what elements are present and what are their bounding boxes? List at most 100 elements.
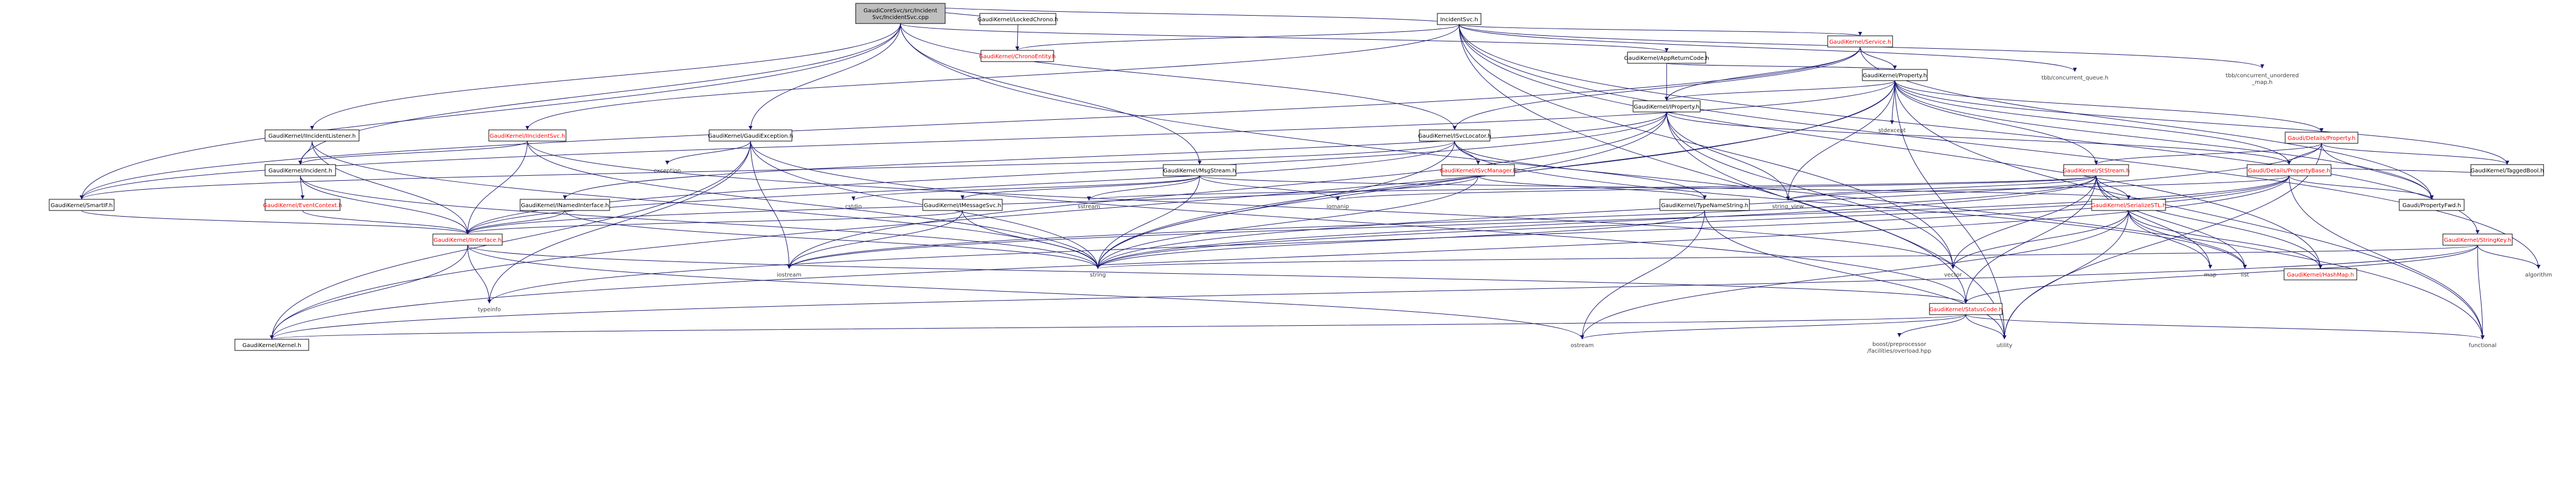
node-appreturn[interactable]: GaudiKernel/AppReturnCode.h	[1624, 52, 1709, 64]
edge-detailsproperty-to-propertyfwd	[2321, 143, 2434, 200]
node-detailspropertybase[interactable]: Gaudi/Details/PropertyBase.h	[2247, 164, 2332, 176]
edge-incident-to-iinterface	[300, 175, 470, 235]
edge-iinterface-to-ostream	[467, 245, 1584, 340]
node-iproperty[interactable]: GaudiKernel/IProperty.h	[1633, 100, 1701, 113]
edge-ststream-to-stringview	[1786, 175, 2097, 201]
edge-detailspropertybase-to-stringview	[1786, 175, 2290, 201]
edge-ststream-to-sstream	[1087, 175, 2097, 201]
node-string: string	[1090, 272, 1106, 278]
node-msgstream[interactable]: GaudiKernel/MsgStream.h	[1163, 164, 1237, 176]
edge-lockedchrono-to-chronoentity	[1015, 24, 1020, 51]
node-label: typeinfo	[478, 307, 501, 313]
edge-ststream-to-iostream	[787, 175, 2097, 269]
node-boostpp: boost/preprocessor/facilities/overload.h…	[1867, 341, 1931, 354]
edge-iinterface-to-typeinfo	[467, 245, 492, 304]
node-label: functional	[2469, 343, 2497, 349]
edge-statuscode-to-ostream	[1580, 314, 1966, 340]
edge-msgstream-to-serializestl	[1199, 175, 2130, 200]
node-serializestl[interactable]: GaudiKernel/SerializeSTL.h	[2091, 199, 2166, 211]
node-servicehdr[interactable]: GaudiKernel/Service.h	[1827, 35, 1893, 48]
edge-msgstream-to-sstream	[1087, 175, 1200, 201]
node-label: iostream	[777, 272, 801, 278]
node-box	[2442, 233, 2513, 246]
node-box	[2284, 268, 2357, 280]
node-tbbmap: tbb/concurrent_unordered_map.h	[2226, 73, 2299, 86]
edge-serializestl-to-map	[2128, 210, 2212, 269]
node-chronoentity[interactable]: GaudiKernel/ChronoEntity.h	[979, 50, 1056, 62]
node-imessagesvc[interactable]: GaudiKernel/IMessageSvc.h	[922, 199, 1003, 211]
node-incident[interactable]: GaudiKernel/Incident.h	[265, 164, 336, 176]
edge-inamedinterface-to-string	[564, 210, 1100, 269]
edge-root-to-gaudiexception	[748, 23, 901, 130]
edge-incsvch-to-iincidentsvc	[525, 24, 1460, 130]
node-label: /facilities/overload.hpp	[1867, 348, 1931, 354]
node-vector: vector	[1944, 272, 1962, 278]
edge-stringkey-to-kernel	[270, 245, 2478, 340]
node-label: GaudiKernel/EventContext.h	[263, 203, 342, 209]
edge-detailspropertybase-to-iostream	[787, 175, 2290, 269]
edge-servicehdr-to-isvclocator	[1452, 46, 1861, 130]
node-box	[265, 164, 336, 176]
node-kernel[interactable]: GaudiKernel/Kernel.h	[234, 339, 309, 351]
node-propertyfwd[interactable]: Gaudi/PropertyFwd.h	[2399, 199, 2465, 211]
node-gaudiexception[interactable]: GaudiKernel/GaudiException.h	[708, 129, 793, 142]
edge-root-to-isvclocator	[900, 23, 1457, 130]
edge-incsvch-to-servicehdr	[1459, 24, 1862, 36]
node-lockedchrono[interactable]: GaudiKernel/LockedChrono.h	[978, 13, 1058, 25]
edge-servicehdr-to-propertyfwd	[1860, 46, 2434, 200]
edge-iincidentsvc-to-incident	[298, 141, 528, 165]
node-inamedinterface[interactable]: GaudiKernel/INamedInterface.h	[520, 199, 610, 211]
edge-msgstream-to-string	[1096, 175, 1200, 269]
node-taggedbool[interactable]: GaudiKernel/TaggedBool.h	[2470, 164, 2544, 176]
edge-gaudiexception-to-exception	[665, 141, 751, 165]
node-iincidentsvc[interactable]: GaudiKernel/IIncidentSvc.h	[488, 129, 567, 142]
edge-gaudiexception-to-kernel	[270, 141, 751, 340]
edge-property-to-smartif	[79, 80, 1895, 200]
edge-statuscode-to-utility	[1965, 314, 2007, 340]
node-box	[432, 233, 503, 246]
edge-isvclocator-to-smartif	[79, 141, 1455, 200]
edge-serializestl-to-hashmap	[2128, 210, 2323, 269]
node-box	[1659, 199, 1750, 211]
node-label: GaudiKernel/Property.h	[1863, 73, 1927, 79]
node-iinterface[interactable]: GaudiKernel/IInterface.h	[432, 233, 503, 246]
node-detailsproperty[interactable]: Gaudi/Details/Property.h	[2285, 132, 2358, 144]
node-statuscode[interactable]: GaudiKernel/StatusCode.h	[1929, 303, 2003, 315]
node-box	[1862, 69, 1928, 81]
node-isvclocator[interactable]: GaudiKernel/ISvcLocator.h	[1418, 129, 1492, 142]
edge-ststream-to-map	[2096, 175, 2212, 269]
node-root[interactable]: GaudiCoreSvc/src/IncidentSvc/IncidentSvc…	[855, 3, 946, 24]
edge-incsvch-to-stringkey	[1459, 24, 2480, 235]
edge-serializestl-to-vector	[1951, 210, 2129, 269]
node-label: GaudiKernel/StStream.h	[2063, 168, 2130, 174]
node-stringkey[interactable]: GaudiKernel/StringKey.h	[2442, 233, 2513, 246]
edge-ststream-to-serializestl	[2096, 175, 2131, 200]
node-incsvch[interactable]: IncidentSvc.h	[1437, 13, 1482, 25]
node-iincidentlistener[interactable]: GaudiKernel/IIncidentListener.h	[265, 129, 360, 142]
node-label: GaudiKernel/INamedInterface.h	[521, 203, 608, 209]
edge-iincidentsvc-to-vector	[527, 141, 1955, 269]
node-label: GaudiKernel/IMessageSvc.h	[924, 203, 1001, 209]
node-algorithm: algorithm	[2525, 272, 2552, 278]
node-box	[2247, 164, 2332, 176]
edge-appreturn-to-property	[1666, 63, 1896, 70]
edge-imessagesvc-to-iinterface	[465, 210, 963, 235]
node-box	[49, 199, 115, 211]
node-hashmap[interactable]: GaudiKernel/HashMap.h	[2284, 268, 2357, 280]
node-eventcontext[interactable]: GaudiKernel/EventContext.h	[263, 199, 342, 211]
edge-iincidentsvc-to-string	[527, 141, 1100, 269]
node-cstdio: cstdio	[845, 204, 862, 210]
node-label: tbb/concurrent_queue.h	[2041, 75, 2108, 81]
node-typenamestring[interactable]: GaudiKernel/TypeNameString.h	[1659, 199, 1750, 211]
node-label: GaudiKernel/AppReturnCode.h	[1624, 55, 1709, 62]
edge-property-to-utility	[1894, 80, 2007, 340]
node-property[interactable]: GaudiKernel/Property.h	[1862, 69, 1928, 81]
node-ststream[interactable]: GaudiKernel/StStream.h	[2063, 164, 2130, 176]
edge-iproperty-to-detailspropertybase	[1666, 111, 2291, 165]
node-label: map	[2204, 272, 2216, 278]
node-box	[1419, 129, 1490, 142]
edge-property-to-ststream	[1894, 80, 2098, 165]
node-smartif[interactable]: GaudiKernel/SmartIF.h	[49, 199, 115, 211]
edge-root-to-appreturn	[900, 23, 1669, 53]
node-isvcmanager[interactable]: GaudiKernel/ISvcManager.h	[1440, 164, 1517, 176]
